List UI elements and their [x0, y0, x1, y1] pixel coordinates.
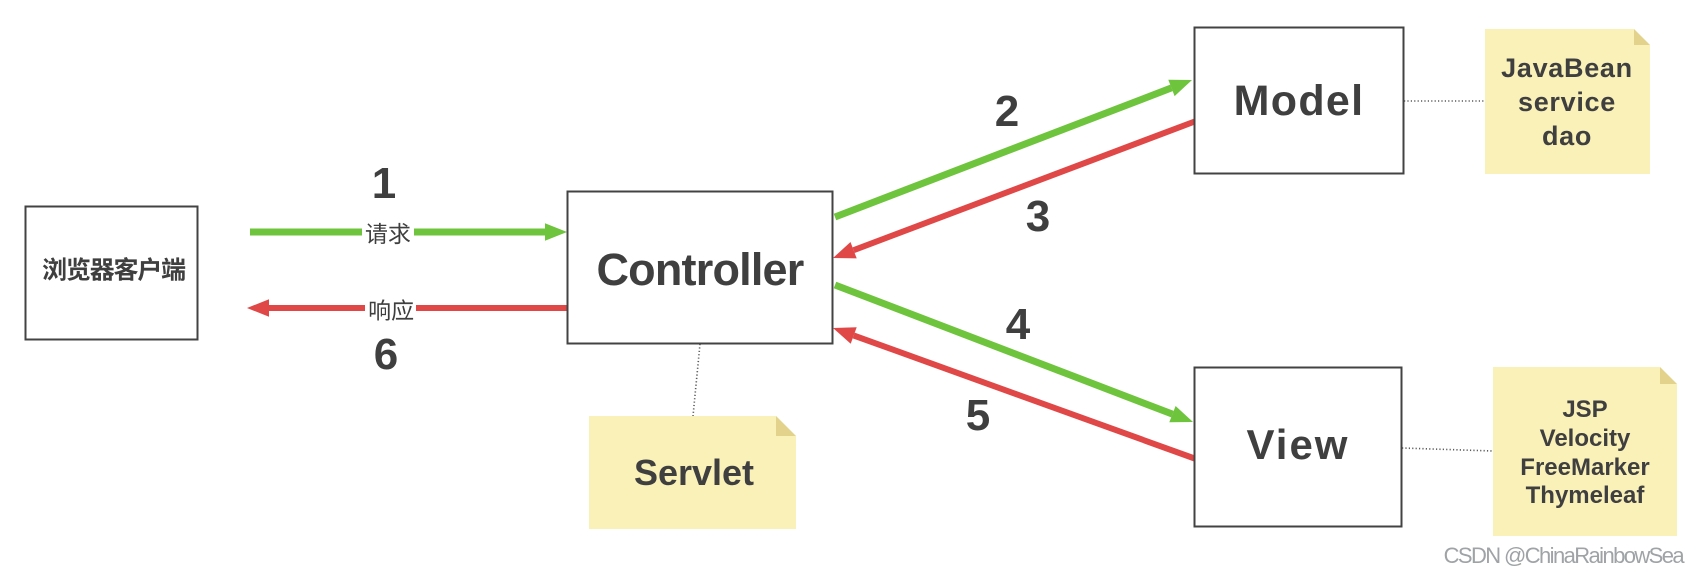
svg-text:1: 1	[372, 159, 396, 208]
svg-text:Velocity: Velocity	[1540, 425, 1631, 452]
svg-text:FreeMarker: FreeMarker	[1520, 454, 1649, 481]
svg-text:service: service	[1518, 87, 1616, 117]
svg-text:Thymeleaf: Thymeleaf	[1526, 482, 1646, 509]
svg-text:Servlet: Servlet	[634, 452, 754, 493]
svg-text:2: 2	[995, 87, 1019, 136]
svg-text:Controller: Controller	[596, 244, 803, 295]
svg-text:5: 5	[966, 391, 990, 440]
svg-text:JSP: JSP	[1562, 396, 1607, 423]
svg-text:3: 3	[1026, 192, 1050, 241]
svg-text:4: 4	[1006, 300, 1031, 349]
svg-text:View: View	[1247, 421, 1350, 468]
svg-text:6: 6	[374, 330, 398, 379]
svg-text:JavaBean: JavaBean	[1501, 53, 1633, 83]
svg-text:CSDN @ChinaRainbowSea: CSDN @ChinaRainbowSea	[1444, 543, 1686, 568]
svg-text:dao: dao	[1542, 121, 1592, 151]
svg-text:Model: Model	[1234, 77, 1365, 125]
